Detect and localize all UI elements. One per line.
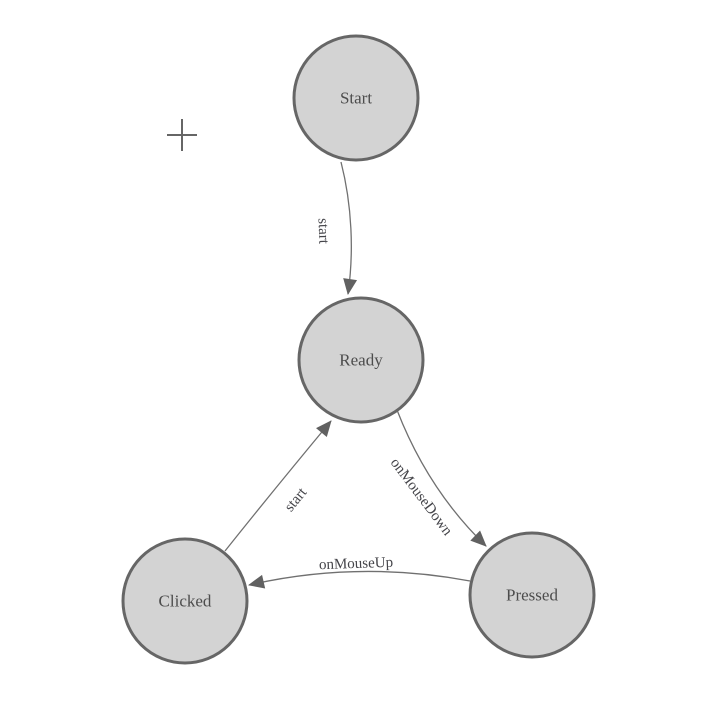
node-start[interactable]: Start (292, 34, 420, 162)
edge-pressed-to-clicked[interactable]: onMouseUp (248, 555, 471, 589)
node-pressed-label: Pressed (506, 586, 558, 605)
edge-label-start-to-ready: start (315, 218, 332, 245)
node-ready[interactable]: Ready (297, 296, 425, 424)
edge-label-ready-to-pressed: onMouseDown (387, 455, 456, 539)
edge-ready-to-pressed[interactable]: onMouseDown (387, 409, 487, 547)
edge-clicked-to-ready[interactable]: start (224, 420, 332, 552)
node-clicked-circle[interactable] (121, 537, 249, 665)
node-pressed-circle[interactable] (468, 531, 596, 659)
node-start-circle[interactable] (292, 34, 420, 162)
node-clicked[interactable]: Clicked (121, 537, 249, 665)
edge-label-pressed-to-clicked: onMouseUp (319, 555, 394, 574)
edge-label-clicked-to-ready: start (282, 484, 311, 515)
node-start-label: Start (340, 89, 372, 108)
edge-start-to-ready[interactable]: start (315, 161, 358, 295)
node-clicked-label: Clicked (159, 592, 212, 611)
crosshair-plus-icon (167, 119, 197, 151)
node-ready-circle[interactable] (297, 296, 425, 424)
node-pressed[interactable]: Pressed (468, 531, 596, 659)
node-ready-label: Ready (339, 351, 383, 370)
